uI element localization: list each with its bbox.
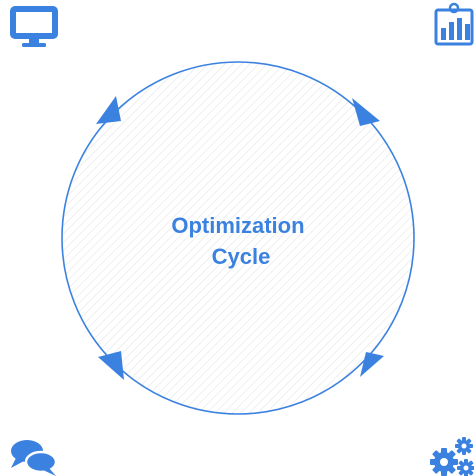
cycle-arrow-top-right <box>352 98 380 126</box>
cycle-circle <box>61 61 415 415</box>
cycle-arrow-bottom-right <box>360 352 384 377</box>
monitor-icon <box>10 6 58 47</box>
center-label-line-2: Cycle <box>212 244 271 269</box>
cycle-arrow-bottom-left <box>98 351 124 380</box>
bar-chart-icon <box>434 2 474 46</box>
center-label: Optimization Cycle <box>171 213 310 269</box>
chat-bubbles-icon <box>11 440 58 476</box>
center-label-line-1: Optimization <box>171 213 304 238</box>
gears-icon <box>430 437 474 476</box>
cycle-arrow-top-left <box>96 96 121 124</box>
